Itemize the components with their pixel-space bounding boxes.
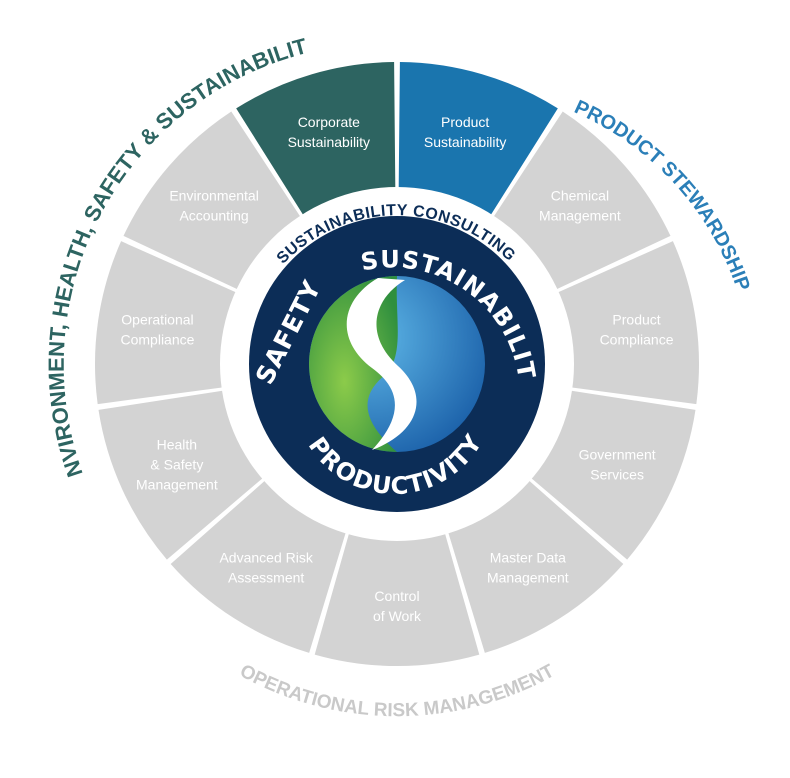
svg-text:OPERATIONAL RISK MANAGEMENT: OPERATIONAL RISK MANAGEMENT xyxy=(236,660,558,721)
wheel-segment-operational-compliance xyxy=(95,241,242,405)
wheel-segment-advanced-risk-assessment xyxy=(170,476,348,653)
wheel-segment-health-safety-management xyxy=(98,389,268,560)
wheel-segment-control-of-work xyxy=(314,527,480,666)
wheel-segment-product-compliance xyxy=(552,241,700,405)
wheel-segment-chemical-management xyxy=(490,111,671,292)
sustainability-logo-globe xyxy=(309,276,485,452)
wheel-segment-corporate-sustainability xyxy=(236,62,396,221)
wheel-segment-master-data-management xyxy=(446,476,624,653)
wheel-segment-government-services xyxy=(526,389,696,560)
wheel-segment-environmental-accounting xyxy=(123,111,304,292)
outer-label-operational-risk-management: OPERATIONAL RISK MANAGEMENT xyxy=(236,660,558,721)
wheel-segment-product-sustainability xyxy=(398,62,558,221)
